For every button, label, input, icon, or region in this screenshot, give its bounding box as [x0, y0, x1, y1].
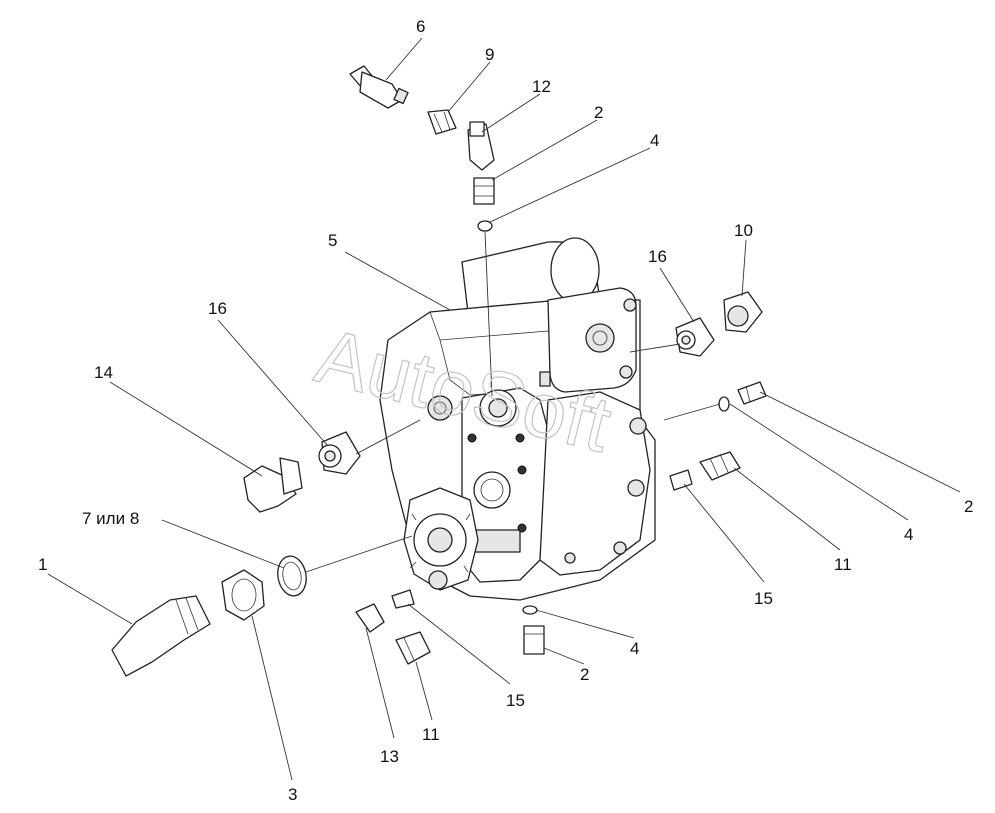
- washer-4-right: [718, 396, 730, 412]
- callout-7-or-8: 7 или 8: [82, 509, 139, 528]
- fitting-16-right: [675, 317, 715, 357]
- fitting-15-right: [669, 469, 693, 491]
- callout-4-bottom: 4: [630, 639, 639, 658]
- callout-labels: 6 9 12 2 4 5 10 16 16 14 7 или 8 1 3 13 …: [38, 17, 973, 804]
- fitting-15-bottom: [391, 589, 415, 609]
- nut-3: [221, 569, 265, 621]
- callout-14: 14: [94, 363, 113, 382]
- callout-15-bottom: 15: [506, 691, 525, 710]
- washer-4-top: [477, 220, 493, 232]
- callout-16-right: 16: [648, 247, 667, 266]
- callout-13: 13: [380, 747, 399, 766]
- callout-6: 6: [416, 17, 425, 36]
- callout-9: 9: [485, 45, 494, 64]
- fitting-12-tee: [467, 121, 495, 171]
- callout-4-top: 4: [650, 131, 659, 150]
- leader-lines: [47, 37, 961, 781]
- pump-housing: [379, 237, 656, 601]
- hose-fitting-1: [111, 595, 211, 677]
- fitting-2-bottom: [523, 625, 545, 655]
- callout-3: 3: [288, 785, 297, 804]
- fitting-11-right: [699, 451, 741, 481]
- callout-2-right: 2: [964, 497, 973, 516]
- callout-4-right: 4: [904, 525, 913, 544]
- fitting-9-coupling: [427, 109, 457, 135]
- fitting-10: [723, 291, 763, 333]
- callout-2-bottom: 2: [580, 665, 589, 684]
- callout-16-left: 16: [208, 299, 227, 318]
- callout-11-bottom: 11: [422, 725, 440, 744]
- fitting-14-elbow: [243, 457, 303, 513]
- callout-11-right: 11: [834, 555, 852, 574]
- callout-5: 5: [328, 231, 337, 250]
- fitting-11-bottom: [395, 631, 431, 665]
- fitting-13-elbow: [355, 603, 385, 633]
- callout-1: 1: [38, 555, 47, 574]
- callout-15-right: 15: [754, 589, 773, 608]
- fitting-16-left: [318, 431, 361, 475]
- callout-10: 10: [734, 221, 753, 240]
- fitting-2-top: [473, 177, 495, 205]
- fitting-2-right: [737, 381, 767, 405]
- o-ring-7-8: [277, 555, 307, 597]
- fitting-6-elbow: [349, 65, 409, 109]
- callout-12: 12: [532, 77, 551, 96]
- callout-2-top: 2: [594, 103, 603, 122]
- washer-4-bottom: [522, 605, 538, 615]
